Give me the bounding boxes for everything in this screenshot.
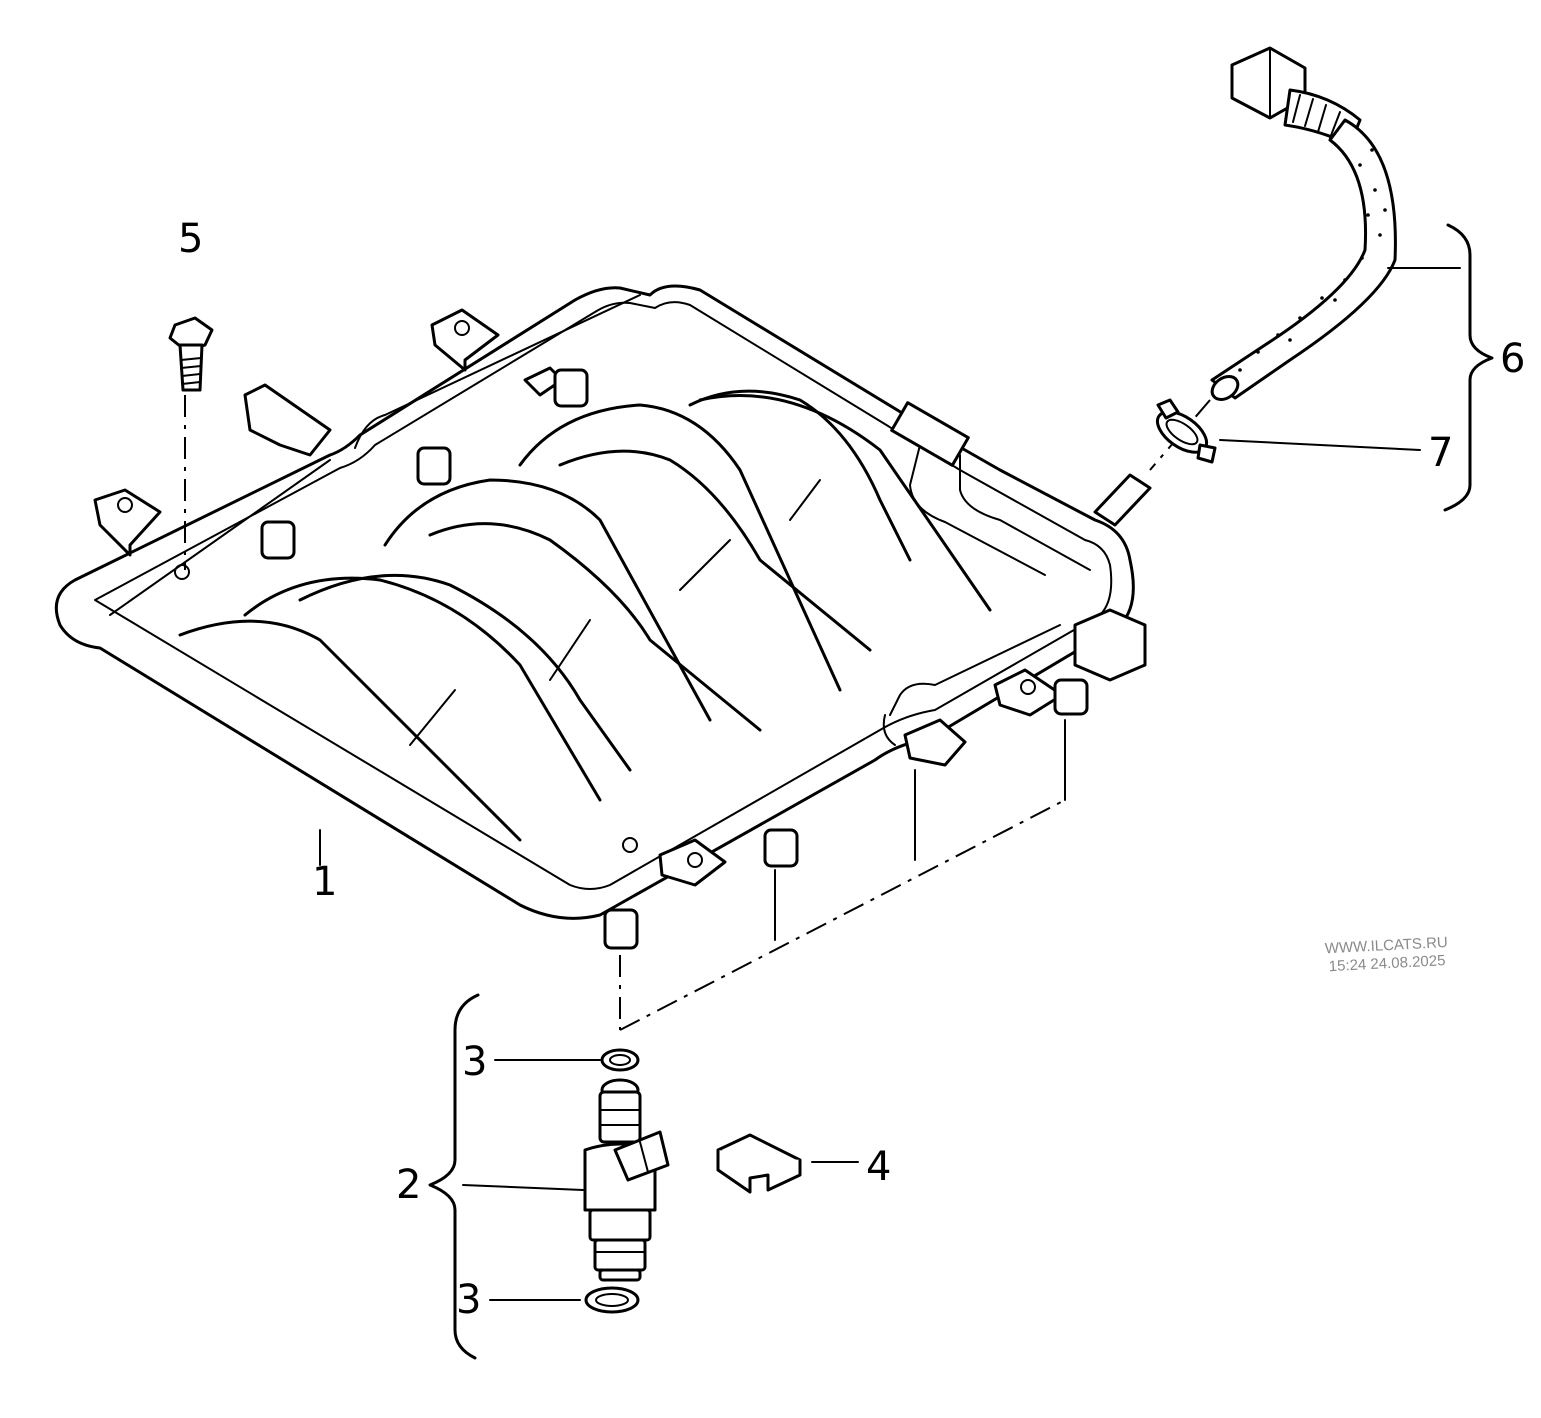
watermark-timestamp: 15:24 24.08.2025 — [1328, 952, 1446, 975]
retaining-clip-part[interactable] — [716, 1133, 802, 1194]
watermark: WWW.ILCATS.RU 15:24 24.08.2025 — [1324, 934, 1448, 975]
injector-guide-lines — [619, 719, 1066, 1031]
fuel-hose-part[interactable] — [1149, 46, 1397, 471]
leader-lines — [319, 223, 1494, 1360]
injector-cups — [260, 368, 1089, 950]
o-ring-upper[interactable] — [600, 1048, 640, 1072]
intake-manifold-assembly[interactable] — [54, 284, 1152, 950]
watermark-site: WWW.ILCATS.RU — [1324, 934, 1448, 957]
fuel-injector-part[interactable] — [583, 1078, 670, 1282]
callout-3-lower[interactable]: 3 — [456, 1277, 481, 1323]
bolt-part[interactable] — [168, 316, 214, 570]
callout-labels: 1 2 3 3 4 5 6 7 — [178, 216, 1525, 1323]
callout-4[interactable]: 4 — [866, 1144, 891, 1190]
hose-clamp-part[interactable] — [1150, 398, 1217, 464]
callout-2[interactable]: 2 — [396, 1162, 421, 1208]
callout-3-upper[interactable]: 3 — [462, 1039, 487, 1085]
callout-1[interactable]: 1 — [312, 859, 337, 905]
hose-texture-dots — [1238, 148, 1387, 372]
callout-6[interactable]: 6 — [1500, 336, 1525, 382]
callout-7[interactable]: 7 — [1428, 430, 1453, 476]
callout-5[interactable]: 5 — [178, 216, 203, 262]
o-ring-lower[interactable] — [584, 1286, 640, 1314]
